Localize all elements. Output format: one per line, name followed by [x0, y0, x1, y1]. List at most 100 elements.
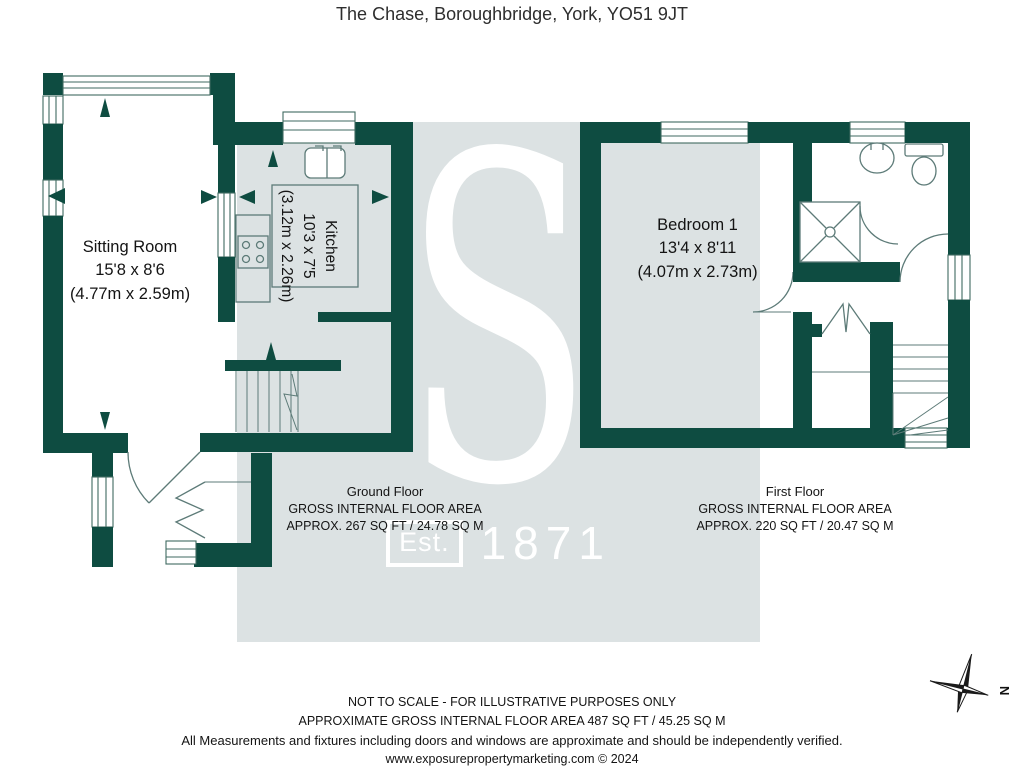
kitchen-sink-detail	[315, 145, 342, 178]
watermark-est-box: Est.	[386, 519, 463, 567]
disclaimer-footer: NOT TO SCALE - FOR ILLUSTRATIVE PURPOSES…	[0, 690, 1024, 766]
room-dims-imperial: 10'3 x 7'5	[300, 213, 317, 279]
wall-segment	[218, 145, 235, 193]
wall-segment	[43, 433, 128, 453]
basin-icon	[859, 142, 895, 174]
wall-segment	[92, 527, 113, 567]
window-glazing	[63, 81, 210, 89]
window	[42, 95, 64, 125]
window	[62, 75, 211, 96]
disclaimer-line: All Measurements and fixtures including …	[181, 733, 843, 748]
toilet-cistern-icon	[904, 143, 944, 157]
stairs-direction-line	[283, 373, 298, 431]
opening-arrow-up	[268, 150, 278, 167]
window-glazing	[223, 193, 231, 257]
hob-burner	[255, 254, 265, 264]
wall-segment	[210, 73, 235, 95]
basin-taps	[870, 143, 884, 150]
wall-segment	[905, 122, 970, 143]
hob-burner	[241, 254, 251, 264]
room-name: Kitchen	[322, 220, 339, 272]
door-arc	[127, 451, 150, 504]
wall-segment	[793, 312, 812, 428]
floor-area-line: APPROX. 220 SQ FT / 20.47 SQ M	[696, 519, 894, 534]
wall-segment	[948, 300, 970, 428]
shower-door-arc	[859, 205, 899, 245]
first-floor-plan	[580, 121, 971, 449]
wall-segment	[391, 122, 413, 452]
room-dims-imperial: 15'8 x 8'6	[95, 261, 165, 280]
porch-window	[91, 476, 114, 528]
watermark-square	[237, 122, 760, 642]
bifold-door	[821, 302, 871, 335]
kitchen-sink-icon	[304, 147, 346, 179]
door-leaf	[148, 451, 201, 504]
wall-segment	[218, 257, 235, 322]
disclaimer-line: APPROXIMATE GROSS INTERNAL FLOOR AREA 48…	[298, 714, 726, 728]
compass-north-label: N	[997, 686, 1012, 695]
opening-arrow-right	[372, 190, 389, 204]
kitchen-counter	[271, 184, 359, 288]
window	[849, 121, 906, 144]
floor-area-line: GROSS INTERNAL FLOOR AREA	[698, 501, 892, 516]
ground-floor-area-label: Ground Floor GROSS INTERNAL FLOOR AREA A…	[245, 483, 525, 535]
watermark-established-row: Est. 1871	[237, 516, 760, 570]
window	[947, 254, 971, 301]
wall-segment	[948, 143, 970, 255]
wall-segment	[43, 73, 63, 95]
window	[660, 121, 749, 144]
opening-arrow-right	[201, 190, 217, 204]
copyright-line: www.exposurepropertymarketing.com © 2024	[385, 752, 639, 766]
opening-arrow-down	[100, 412, 110, 430]
door-arc	[899, 233, 949, 283]
compass-icon: N	[929, 653, 1012, 713]
wall-segment	[812, 324, 822, 337]
window-glazing	[661, 128, 748, 137]
wall-segment	[43, 124, 63, 180]
stairs-treads	[235, 371, 299, 432]
wall-segment	[213, 122, 283, 145]
floor-area-line: GROSS INTERNAL FLOOR AREA	[288, 501, 482, 516]
room-name: Sitting Room	[82, 238, 178, 256]
wall-segment	[92, 453, 113, 477]
window-glazing	[166, 548, 196, 558]
opening-arrow-left	[48, 188, 65, 204]
room-dims-metric: (4.07m x 2.73m)	[637, 262, 758, 281]
kitchen-window	[282, 111, 356, 144]
window-glazing	[850, 128, 905, 137]
kitchen-counter	[235, 214, 271, 303]
opening-arrow-left	[239, 190, 255, 204]
watermark-letter: S	[402, 61, 595, 585]
floor-name: First Floor	[765, 484, 825, 499]
wall-segment	[213, 95, 235, 122]
opening-arrow-up	[100, 98, 110, 117]
wall-segment	[947, 428, 970, 448]
disclaimer-line: NOT TO SCALE - FOR ILLUSTRATIVE PURPOSES…	[347, 695, 677, 709]
hob-icon	[237, 235, 269, 269]
room-dims-metric: (3.12m x 2.26m)	[278, 189, 295, 303]
wall-segment	[580, 143, 601, 448]
stairs-treads	[892, 344, 948, 435]
wall-segment	[870, 322, 893, 428]
page-title: The Chase, Boroughbridge, York, YO51 9JT	[336, 4, 688, 24]
shower-detail	[799, 201, 861, 263]
window-glazing	[48, 96, 57, 124]
ground-floor-plan	[42, 73, 413, 567]
serving-window	[217, 192, 236, 258]
bedroom1-label: Bedroom 1 13'4 x 8'11 (4.07m x 2.73m)	[595, 214, 800, 284]
first-floor-area-label: First Floor GROSS INTERNAL FLOOR AREA AP…	[655, 483, 935, 535]
bifold-door	[174, 481, 206, 539]
wall-segment	[580, 122, 661, 143]
room-dims-metric: (4.77m x 2.59m)	[69, 284, 191, 303]
watermark-year: 1871	[480, 517, 611, 569]
door-arc	[752, 271, 794, 313]
wall-segment	[793, 262, 900, 282]
stairs-up-arrow	[266, 342, 276, 360]
window-glazing	[97, 477, 107, 527]
stairs-wall	[225, 360, 341, 371]
room-name: Bedroom 1	[657, 216, 738, 234]
wall-segment	[200, 433, 413, 452]
floor-name: Ground Floor	[346, 484, 424, 499]
room-dims-imperial: 13'4 x 8'11	[658, 239, 737, 258]
